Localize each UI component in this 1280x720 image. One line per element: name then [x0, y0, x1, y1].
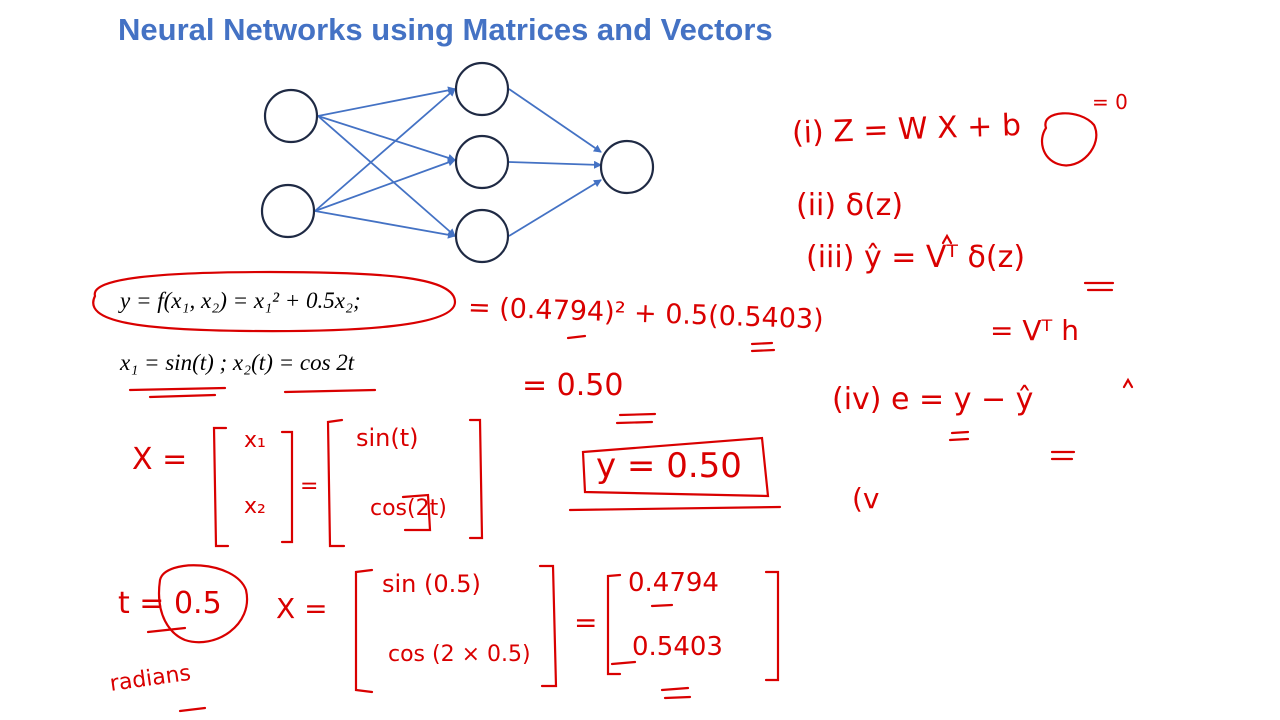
calc-result: = 0.50 — [522, 368, 624, 403]
bias-circle — [1040, 112, 1098, 167]
x-vector-equals: = — [300, 474, 319, 499]
bias-zero-note: = 0 — [1092, 90, 1128, 114]
numeric-equals: = — [574, 606, 598, 639]
answer-box-underline — [568, 505, 782, 512]
2t-box — [401, 493, 432, 532]
hidden-node-3 — [454, 208, 510, 264]
equation-y-definition: y = f(x₁, x₂) = x₁² + 0.5x₂; — [120, 288, 361, 313]
e-underline — [948, 430, 970, 442]
radians-underline — [178, 706, 207, 713]
x-vector-right-bracket — [280, 430, 294, 544]
calc2-underline — [615, 412, 657, 425]
sin-vector-right-bracket — [468, 418, 484, 540]
sin-t-entry: sin(t) — [356, 424, 419, 452]
step-2-activation: (ii) δ(z) — [796, 188, 904, 223]
step-4-error: (iv) e = y − ŷ — [832, 382, 1034, 417]
eq2-underline-1 — [128, 386, 227, 399]
cos-2t-entry: cos(2t) — [370, 496, 447, 521]
yhat-hat-1 — [941, 233, 953, 245]
calc-underline-2 — [750, 341, 776, 353]
cos-2x05-entry: cos (2 × 0.5) — [388, 642, 531, 667]
hidden-node-1 — [454, 61, 510, 117]
delta-underline — [1083, 281, 1115, 292]
x-vector-bottom: x₂ — [244, 494, 266, 519]
calc-underline-1 — [566, 334, 587, 340]
hidden-node-2 — [454, 134, 510, 190]
slide-title: Neural Networks using Matrices and Vecto… — [118, 12, 773, 47]
boxed-answer: y = 0.50 — [596, 446, 742, 486]
input-node-1 — [263, 88, 319, 144]
result-underlines — [610, 603, 692, 700]
x-vector-top: x₁ — [244, 428, 266, 453]
y-underline — [1050, 450, 1076, 461]
answer-box — [581, 436, 770, 498]
result-top-value: 0.4794 — [628, 568, 719, 598]
sin-vector-left-bracket — [326, 418, 346, 548]
step-5-partial: (v — [852, 482, 880, 515]
t-circle — [157, 564, 249, 644]
t-underline — [146, 626, 187, 634]
network-connections — [314, 86, 602, 239]
result-vector-left-bracket — [606, 573, 622, 676]
sin-05-entry: sin (0.5) — [382, 570, 481, 598]
step-3-output: (iii) ŷ = Vᵀ δ(z) — [806, 240, 1026, 275]
equation-ellipse — [92, 270, 457, 333]
x-vector-label-2: X = — [276, 592, 328, 625]
step-3-output-compact: = Vᵀ h — [990, 314, 1079, 347]
equation-x-definitions: x₁ = sin(t) ; x₂(t) = cos 2t — [120, 350, 355, 375]
num-vector-right-bracket — [538, 564, 558, 688]
x-vector-left-bracket — [212, 426, 230, 548]
eq2-underline-2 — [283, 388, 377, 394]
result-bottom-value: 0.5403 — [632, 632, 723, 662]
t-value: t = 0.5 — [118, 586, 222, 621]
yhat-hat-2 — [1122, 377, 1134, 389]
result-vector-right-bracket — [764, 570, 780, 682]
x-vector-label: X = — [132, 442, 188, 477]
output-node — [599, 139, 655, 195]
input-node-2 — [260, 183, 316, 239]
num-vector-left-bracket — [354, 568, 374, 694]
